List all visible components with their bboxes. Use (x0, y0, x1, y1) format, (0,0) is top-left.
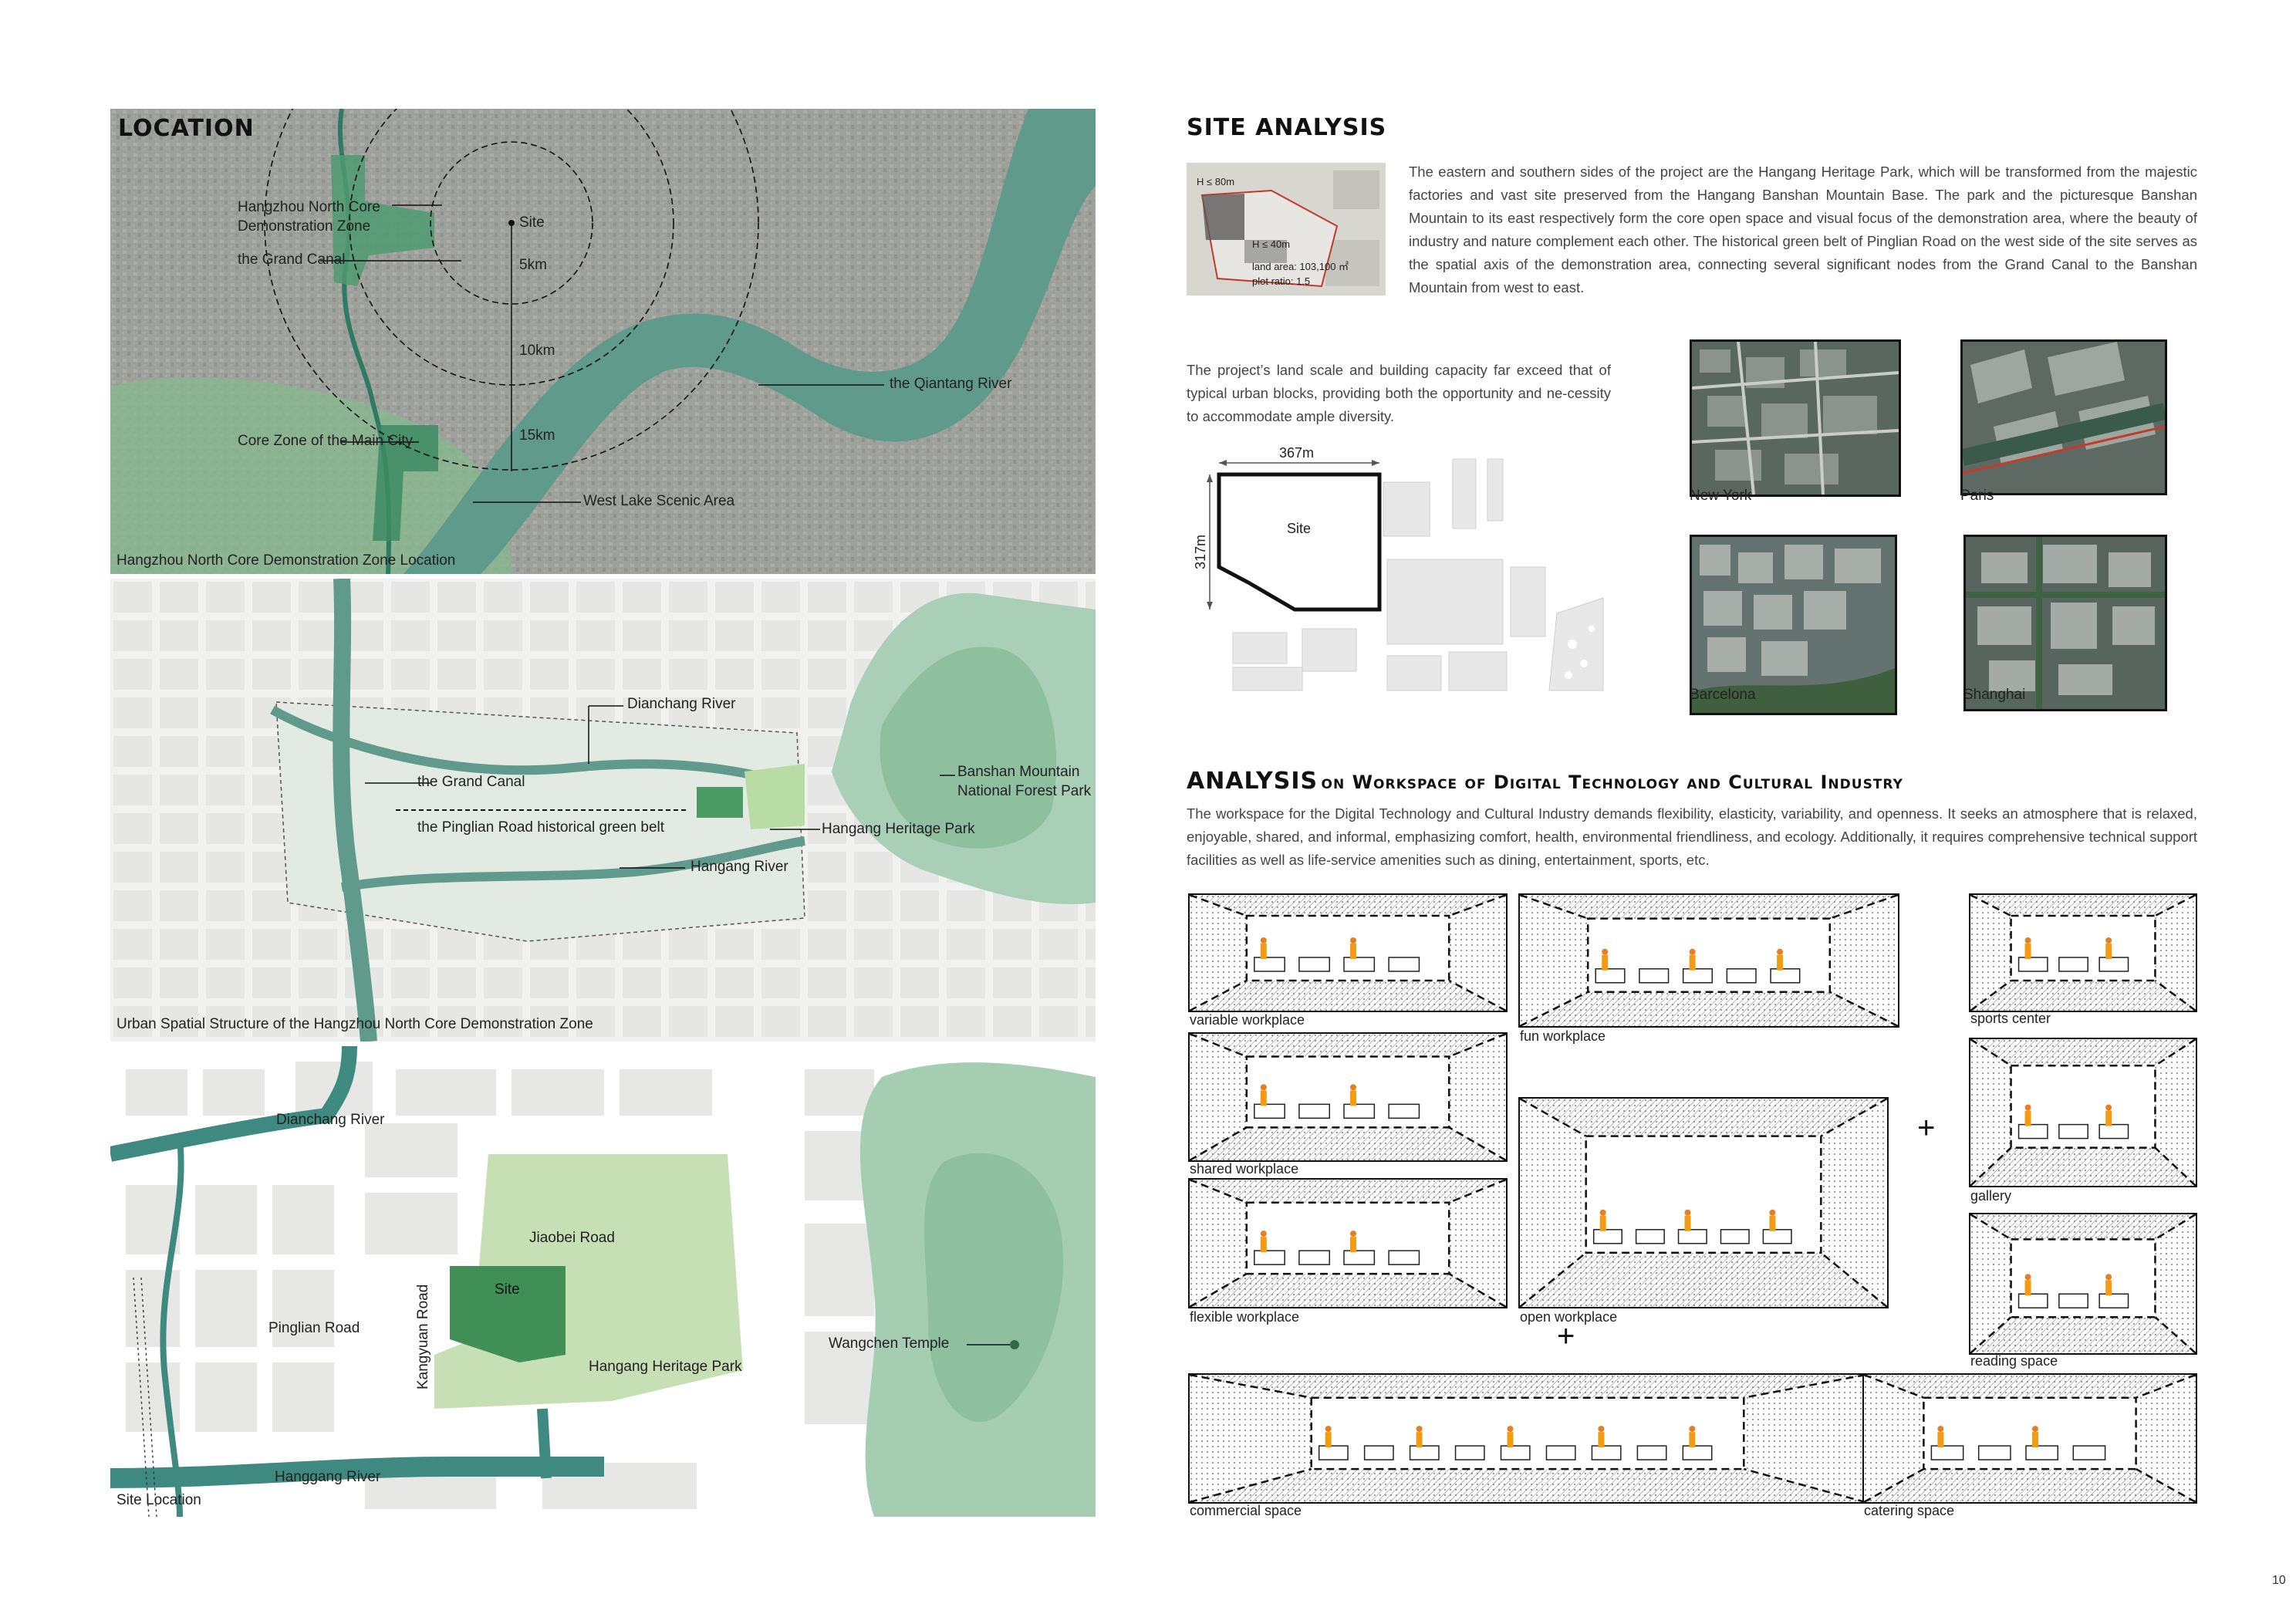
room-perspective-drawing (1520, 895, 1898, 1026)
core-zone-label: Core Zone of the Main City (238, 433, 414, 449)
kangyuan-label: Kangyuan Road (415, 1284, 431, 1389)
hangang-river-label: Hangang River (690, 859, 788, 875)
city-label-barcelona: Barcelona (1690, 687, 1756, 703)
hanggang-label: Hanggang River (275, 1469, 381, 1485)
sketch-label-sports: sports center (1970, 1011, 2051, 1026)
room-perspective-drawing (1190, 895, 1506, 1011)
satellite-caption: Hangzhou North Core Demonstration Zone L… (116, 552, 456, 569)
structure-map-panel: Dianchang River the Grand Canal Banshan … (110, 579, 1096, 1042)
sketch-label-commercial: commercial space (1190, 1503, 1302, 1518)
height-diagram: H ≤ 80m H ≤ 40m land area: 103,100 ㎡ plo… (1187, 163, 1386, 295)
sketch-gallery (1969, 1038, 2197, 1187)
site-analysis-title: SITE ANALYSIS (1187, 114, 1387, 141)
city-photo-shanghai (1963, 535, 2167, 711)
radius-5km-label: 5km (519, 257, 547, 273)
city-photo-paris (1960, 339, 2167, 495)
banshan-label: Banshan Mountain National Forest Park (957, 764, 1092, 799)
site-label-3: Site (495, 1281, 520, 1298)
sketch-label-variable: variable workplace (1190, 1012, 1305, 1028)
land-area-label: land area: 103,100 ㎡ (1252, 261, 1349, 272)
page-number: 10 (2272, 1574, 2286, 1587)
site-map-panel: Dianchang River Jiaobei Road Site Pingli… (110, 1046, 1096, 1517)
sketch-label-gallery: gallery (1970, 1188, 2012, 1204)
sketch-open-workplace (1518, 1097, 1889, 1308)
workspace-title: ANALYSIS on Workspace of Digital Technol… (1187, 768, 1903, 795)
workspace-title-strong: ANALYSIS (1187, 768, 1319, 795)
sketch-catering-space (1862, 1373, 2197, 1504)
room-perspective-drawing (1970, 1039, 2196, 1186)
sketch-label-catering: catering space (1864, 1503, 1955, 1518)
site-map (110, 1046, 1096, 1517)
h80-label: H ≤ 80m (1197, 176, 1235, 187)
height-dimension: 317m (1193, 534, 1209, 570)
sketch-shared-workplace (1188, 1032, 1508, 1162)
sketch-label-fun: fun workplace (1520, 1028, 1606, 1044)
width-dimension: 367m (1279, 445, 1315, 461)
workspace-paragraph: The workspace for the Digital Technology… (1187, 805, 2197, 868)
sketch-label-flexible: flexible workplace (1190, 1309, 1300, 1325)
scale-paragraph: The project’s land scale and building ca… (1187, 362, 1611, 424)
sketch-fun-workplace (1518, 893, 1899, 1028)
sketch-label-open: open workplace (1520, 1309, 1618, 1325)
structure-caption: Urban Spatial Structure of the Hangzhou … (116, 1016, 593, 1032)
room-perspective-drawing (1190, 1180, 1506, 1307)
site-label: Site (519, 214, 545, 231)
workspace-title-rest: on Workspace of Digital Technology and C… (1321, 771, 1903, 793)
room-perspective-drawing (1864, 1375, 2196, 1502)
site-analysis-paragraph: The eastern and southern sides of the pr… (1409, 164, 2197, 295)
satellite-map (110, 109, 1096, 574)
radius-15km-label: 15km (519, 427, 555, 444)
sketch-sports-center (1969, 893, 2197, 1012)
heritage-park-label-3: Hangang Heritage Park (589, 1359, 742, 1375)
jiaobei-label: Jiaobei Road (529, 1230, 615, 1246)
grand-canal-label: the Grand Canal (238, 252, 346, 268)
site-caption: Site Location (116, 1492, 201, 1508)
plus-sign-1: + (1917, 1111, 1936, 1145)
structure-map (110, 579, 1096, 1042)
pinglian-belt-label: the Pinglian Road historical green belt (417, 819, 665, 836)
sketch-commercial-space (1188, 1373, 1867, 1504)
room-perspective-drawing (1190, 1375, 1866, 1502)
room-perspective-drawing (1520, 1099, 1887, 1307)
pinglian-label: Pinglian Road (268, 1320, 360, 1336)
sketch-reading-space (1969, 1213, 2197, 1355)
wangchen-label: Wangchen Temple (829, 1335, 950, 1352)
room-perspective-drawing (1190, 1034, 1506, 1160)
sketch-label-reading: reading space (1970, 1353, 2058, 1369)
site-plan-diagram: 367m 317m Site (1187, 444, 1619, 698)
grand-canal-label-2: the Grand Canal (417, 774, 525, 790)
west-lake-label: West Lake Scenic Area (583, 493, 735, 509)
heritage-park-label: Hangang Heritage Park (822, 821, 975, 837)
room-perspective-drawing (1970, 895, 2196, 1011)
h40-label: H ≤ 40m (1252, 238, 1291, 250)
city-label-new-york: New York (1690, 488, 1752, 504)
site-plan-label: Site (1287, 521, 1312, 536)
qiantang-label: the Qiantang River (890, 376, 1012, 392)
plot-ratio-label: plot ratio: 1.5 (1252, 275, 1311, 287)
dianchang-label-3: Dianchang River (276, 1112, 385, 1128)
city-label-paris: Paris (1960, 488, 1994, 504)
sketch-flexible-workplace (1188, 1178, 1508, 1308)
location-title: LOCATION (118, 115, 255, 142)
city-label-shanghai: Shanghai (1963, 687, 2026, 703)
city-photo-barcelona (1690, 535, 1897, 715)
dianchang-label: Dianchang River (627, 696, 736, 712)
sketch-variable-workplace (1188, 893, 1508, 1012)
room-perspective-drawing (1970, 1214, 2196, 1353)
satellite-map-panel: LOCATION Hangzhou North Core Demonstrati… (110, 109, 1096, 574)
city-photo-new-york (1690, 339, 1901, 497)
sketch-label-shared: shared workplace (1190, 1161, 1299, 1177)
north-core-label: Hangzhou North Core Demonstration Zone (238, 199, 380, 235)
plus-sign-2: + (1557, 1319, 1575, 1353)
radius-10km-label: 10km (519, 343, 555, 359)
